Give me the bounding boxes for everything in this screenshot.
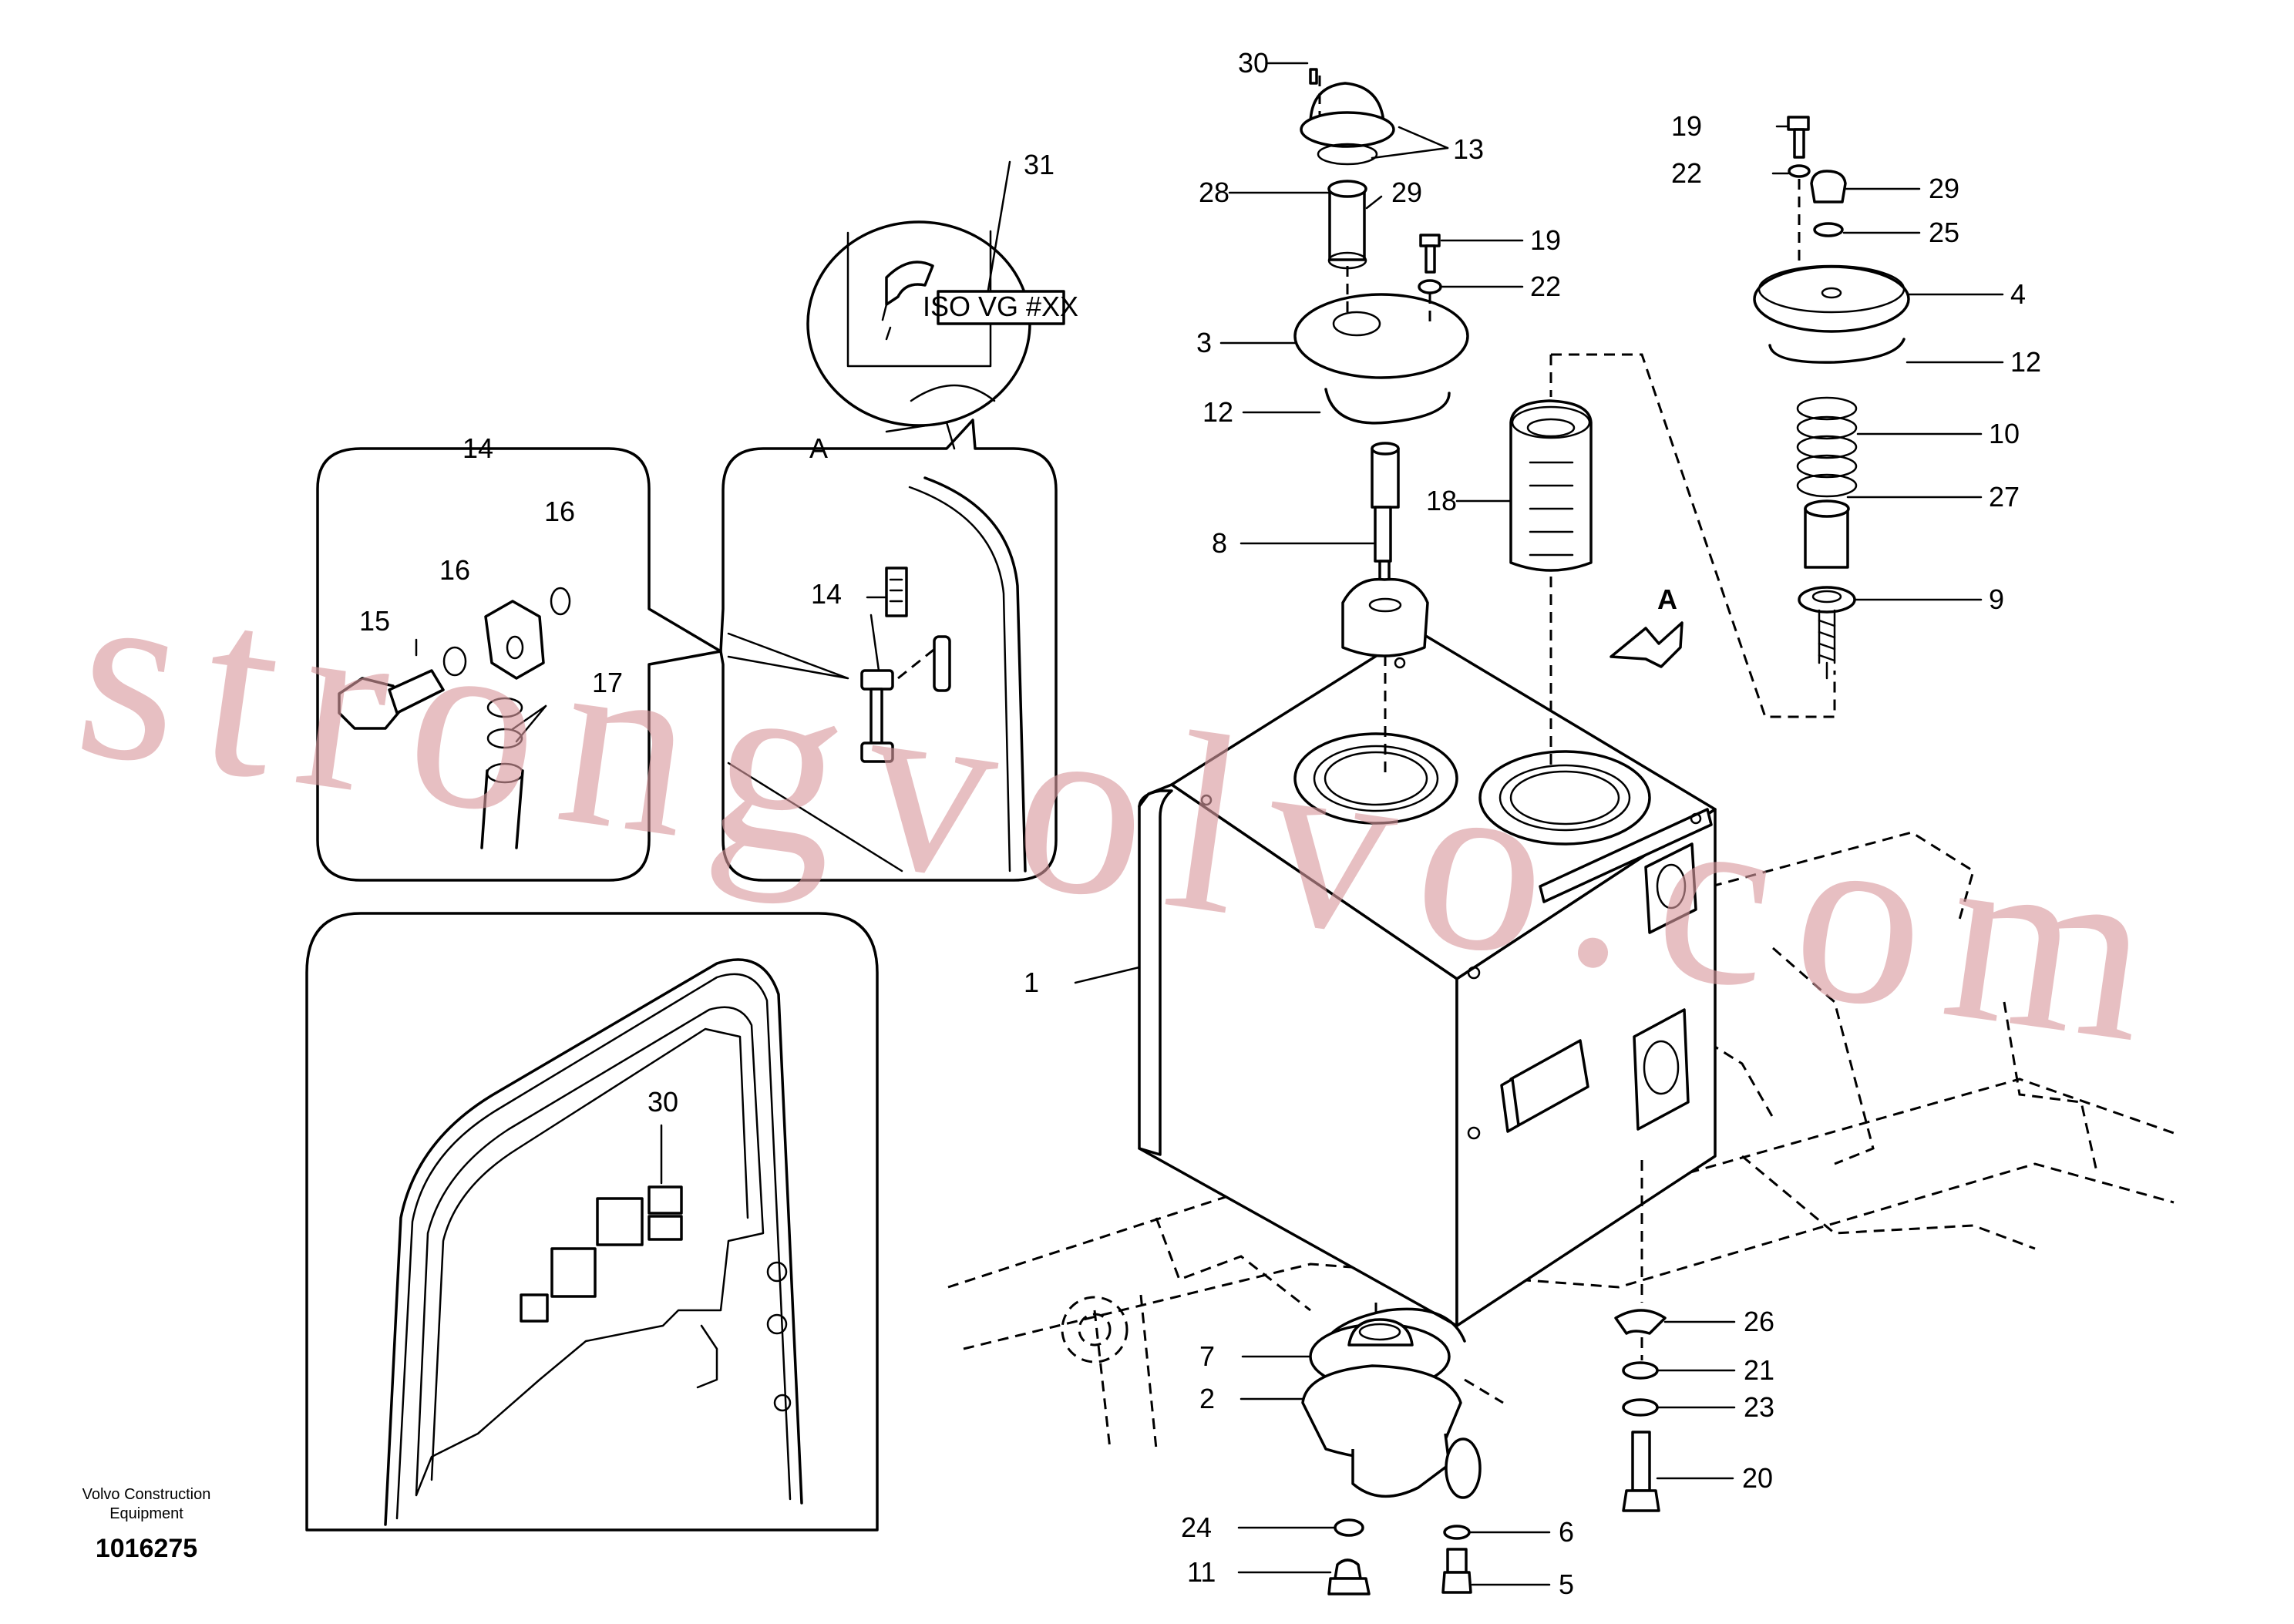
callout-4: 4: [2010, 278, 2026, 310]
callout-8: 8: [1212, 527, 1227, 559]
callout-16-b: 16: [439, 554, 470, 586]
filter-element-18: [1509, 353, 1836, 771]
callout-27: 27: [1989, 481, 2020, 513]
callout-30-door: 30: [648, 1086, 678, 1118]
callout-14-a: 14: [811, 578, 842, 610]
hydraulic-tank: [1074, 629, 1717, 1327]
decal-30-d: [550, 1247, 597, 1298]
callout-3: 3: [1196, 327, 1212, 358]
magnifier-detail: ISO VG #XX: [806, 160, 1078, 450]
callout-7: 7: [1199, 1340, 1215, 1372]
callout-17: 17: [592, 667, 623, 698]
callout-6: 6: [1559, 1516, 1574, 1548]
center-assembly: [1293, 68, 1469, 778]
detail-box-a: [719, 419, 1058, 882]
view-a-label: A: [809, 432, 828, 464]
callout-14-box: 14: [462, 432, 493, 464]
callout-19-mid: 19: [1530, 224, 1561, 256]
callout-16-a: 16: [544, 496, 575, 527]
callout-9: 9: [1989, 583, 2004, 615]
decal-label: [885, 567, 908, 617]
bottom-assembly: [1301, 1307, 1667, 1595]
callout-12-right: 12: [2010, 346, 2041, 378]
callout-25: 25: [1929, 217, 1959, 248]
return-filter-assembly: [1753, 116, 1910, 680]
callout-19-right: 19: [1671, 110, 1702, 142]
callout-10: 10: [1989, 418, 2020, 449]
callout-22-right: 22: [1671, 157, 1702, 189]
callout-20: 20: [1742, 1462, 1773, 1494]
callout-21: 21: [1744, 1354, 1774, 1386]
company-line-1: Volvo Construction: [82, 1486, 211, 1503]
decal-text: ISO VG #XX: [923, 291, 1078, 322]
leader-lines: [415, 62, 2004, 1586]
door-detail: [305, 912, 879, 1532]
view-a-arrow-label: A: [1657, 583, 1677, 615]
decal-30-a: [596, 1197, 644, 1246]
callout-11: 11: [1187, 1556, 1216, 1588]
callout-30-top: 30: [1238, 47, 1269, 79]
callout-18: 18: [1426, 485, 1457, 516]
callout-22-mid: 22: [1530, 271, 1561, 302]
callout-1: 1: [1024, 967, 1039, 998]
company-line-2: Equipment: [109, 1505, 183, 1522]
callout-29-right: 29: [1929, 173, 1959, 204]
callout-31: 31: [1024, 149, 1054, 180]
callout-labels: 30 13 28 29 19 22 3 12 8 18 19 22 29 25 …: [359, 47, 2041, 1600]
callout-15: 15: [359, 605, 390, 637]
callout-26: 26: [1744, 1306, 1774, 1337]
callout-23: 23: [1744, 1391, 1774, 1423]
callout-12-mid: 12: [1202, 396, 1233, 428]
callout-2: 2: [1199, 1383, 1215, 1414]
watermark: strongvolvo.com: [63, 526, 2192, 1099]
callout-24: 24: [1181, 1511, 1212, 1543]
detail-box-14: [316, 447, 722, 882]
callout-5: 5: [1559, 1569, 1574, 1600]
callout-28: 28: [1199, 177, 1229, 208]
callout-29-mid: 29: [1391, 177, 1422, 208]
decal-30-c: [648, 1215, 683, 1241]
oil-grade-decal: [937, 290, 1065, 325]
callout-13: 13: [1453, 133, 1484, 165]
decal-30-e: [520, 1293, 549, 1323]
drawing-number: 1016275: [96, 1534, 197, 1563]
decal-30-b: [648, 1185, 683, 1215]
footer: Volvo Construction Equipment 1016275: [82, 1486, 211, 1563]
